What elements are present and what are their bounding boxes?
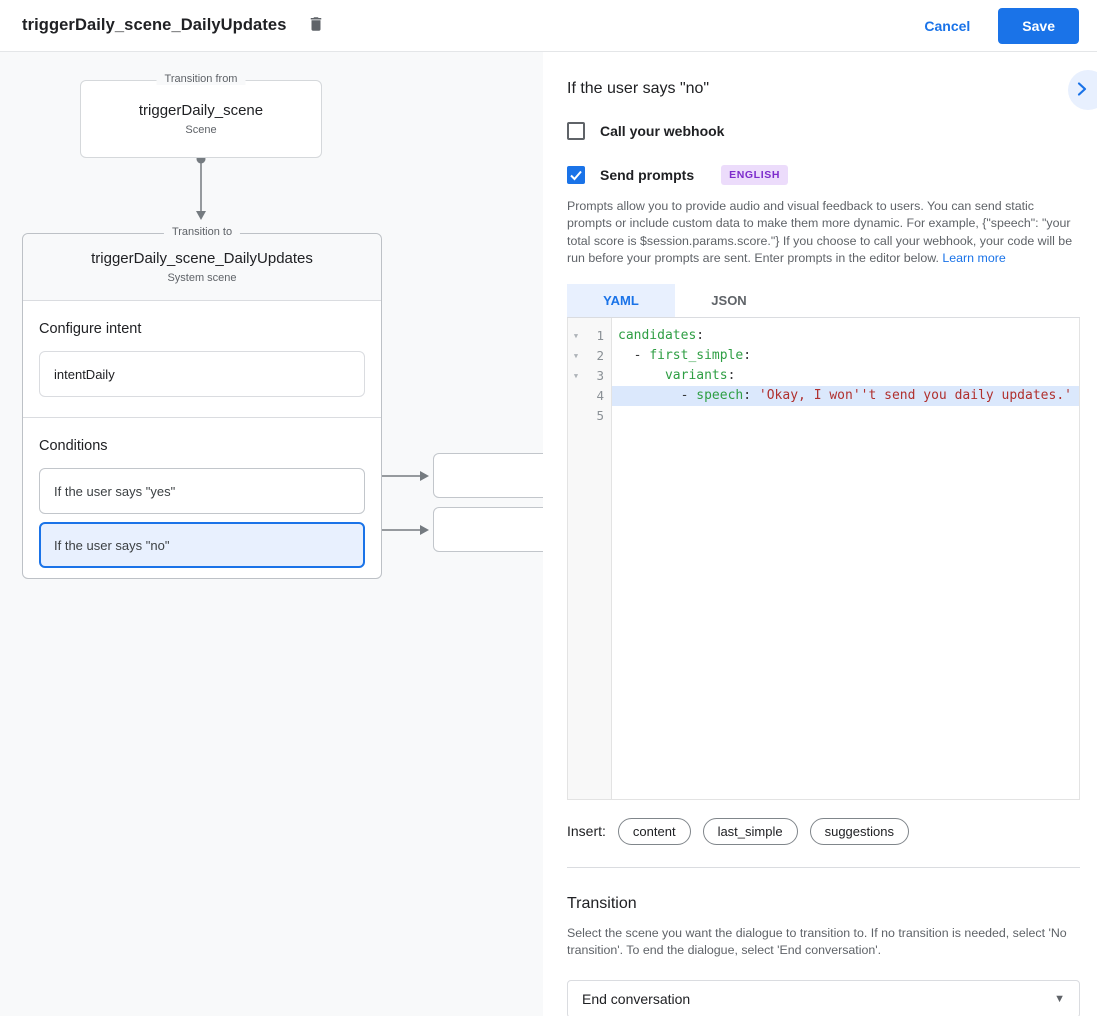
learn-more-link[interactable]: Learn more [942,251,1006,266]
condition-title: If the user says "no" [567,80,710,97]
code-line[interactable]: - speech: 'Okay, I won''t send you daily… [612,385,1079,406]
configure-intent-label: Configure intent [39,321,142,337]
trash-icon [307,15,325,36]
line-number: 3 [596,368,604,384]
line-number: 2 [596,348,604,364]
prompts-description: Prompts allow you to provide audio and v… [567,199,1073,266]
chevron-right-icon [1074,81,1090,100]
checkmark-icon [570,170,582,181]
insert-label: Insert: [567,823,606,840]
intent-item[interactable]: intentDaily [39,351,365,397]
to-scene-name: triggerDaily_scene_DailyUpdates [91,250,313,267]
insert-row: Insert: content last_simple suggestions [567,817,1080,845]
insert-chip-last_simple[interactable]: last_simple [702,817,798,845]
gutter-row: ▼2 [568,346,611,366]
code-line[interactable]: variants: [664,367,736,383]
code-line[interactable]: candidates: [618,327,705,343]
transition-select[interactable]: End conversation ▼ [567,980,1080,1016]
conditions-label: Conditions [39,438,108,454]
conditions-list: If the user says "yes" If the user says "… [39,468,365,568]
cancel-button[interactable]: Cancel [924,17,971,34]
transition-section-title: Transition [567,894,637,912]
gutter-row: ▼1 [568,326,611,346]
gutter-row: ▼3 [568,366,611,386]
transition-target-node[interactable] [433,453,543,498]
panel-divider [567,866,1080,868]
fold-arrow-icon[interactable]: ▼ [573,351,579,360]
webhook-checkbox[interactable] [567,122,585,140]
from-scene-name: triggerDaily_scene [138,102,264,119]
code-line[interactable] [612,406,1079,426]
condition-detail-panel: If the user says "no" Call your webhook … [543,52,1097,1016]
app-header: triggerDaily_scene_DailyUpdates Cancel S… [0,0,1097,52]
gutter-row: 4 [568,386,611,406]
page-title: triggerDaily_scene_DailyUpdates [22,16,287,34]
scene-flow-canvas: Transition from triggerDaily_scene Scene… [0,52,543,1016]
language-badge: ENGLISH [721,165,788,185]
send-prompts-checkbox[interactable] [567,166,585,184]
line-number: 1 [596,328,604,344]
transition-selected-value: End conversation [582,991,691,1008]
gutter-row: 5 [568,406,611,426]
collapse-panel-button[interactable] [1068,70,1097,110]
to-scene-type: System scene [167,272,237,284]
transition-target-node[interactable] [433,507,543,552]
transition-to-node: Transition to triggerDaily_scene_DailyUp… [22,226,382,579]
insert-chip-suggestions[interactable]: suggestions [809,817,909,845]
send-prompts-checkbox-row[interactable]: Send prompts ENGLISH [567,165,1080,185]
webhook-checkbox-row[interactable]: Call your webhook [567,122,1080,140]
delete-scene-button[interactable] [304,14,328,38]
editor-format-tabs: YAML JSON [567,283,1080,318]
editor-code-area[interactable]: candidates: - first_simple: variants: - … [612,317,1079,799]
transition-to-legend: Transition to [163,226,241,238]
send-prompts-label: Send prompts [600,167,695,183]
save-button[interactable]: Save [998,7,1079,44]
transition-from-node[interactable]: Transition from triggerDaily_scene Scene [80,73,322,158]
transition-from-legend: Transition from [156,73,246,85]
to-scene-header[interactable]: triggerDaily_scene_DailyUpdates System s… [23,234,381,301]
line-number: 5 [596,408,604,424]
from-scene-type: Scene [185,124,217,136]
fold-arrow-icon[interactable]: ▼ [573,331,579,340]
tab-json[interactable]: JSON [711,292,747,308]
fold-arrow-icon[interactable]: ▼ [573,371,579,380]
tab-yaml[interactable]: YAML [567,283,675,317]
insert-chip-content[interactable]: content [617,817,691,845]
line-number: 4 [596,388,604,404]
webhook-label: Call your webhook [600,123,725,139]
transition-description: Select the scene you want the dialogue t… [567,925,1067,958]
section-divider [23,417,381,418]
condition-item[interactable]: If the user says "yes" [39,468,365,514]
insert-chips: content last_simple suggestions [617,817,909,845]
dropdown-caret-icon: ▼ [1054,993,1065,1006]
code-line[interactable]: - first_simple: [618,347,752,363]
condition-item[interactable]: If the user says "no" [39,522,365,568]
